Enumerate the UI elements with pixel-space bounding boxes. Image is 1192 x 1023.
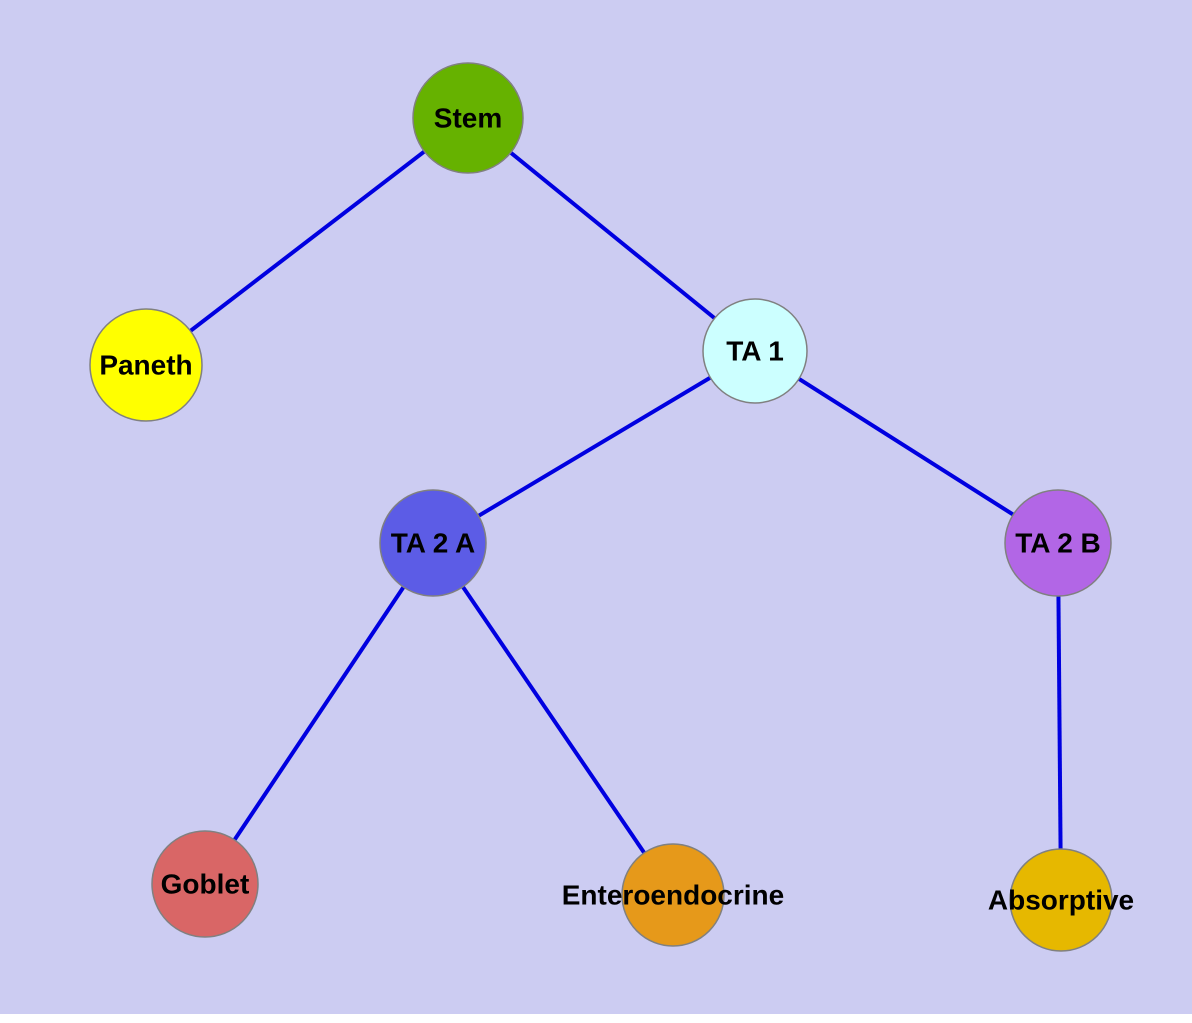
- edges-layer: [144, 116, 1063, 901]
- node-circle-absorptive: [1009, 848, 1113, 952]
- node-circle-enteroendocrine: [621, 843, 725, 947]
- node-circle-stem: [412, 62, 524, 174]
- edge-ta-1-to-ta-2-a: [431, 349, 757, 545]
- node-paneth: Paneth: [89, 308, 203, 422]
- node-ta-2-b: TA 2 B: [1004, 489, 1112, 597]
- node-enteroendocrine: Enteroendocrine: [562, 843, 784, 947]
- edge-stem-to-ta-1: [466, 116, 757, 353]
- node-ta-1: TA 1: [702, 298, 808, 404]
- edge-ta-1-to-ta-2-b: [753, 349, 1060, 545]
- node-circle-ta-2-a: [379, 489, 487, 597]
- edge-ta-2-b-to-absorptive: [1056, 542, 1063, 901]
- node-ta-2-a: TA 2 A: [379, 489, 487, 597]
- node-absorptive: Absorptive: [988, 848, 1134, 952]
- node-circle-paneth: [89, 308, 203, 422]
- node-circle-ta-2-b: [1004, 489, 1112, 597]
- node-circle-goblet: [151, 830, 259, 938]
- node-goblet: Goblet: [151, 830, 259, 938]
- node-stem: Stem: [412, 62, 524, 174]
- edge-stem-to-paneth: [144, 116, 470, 367]
- edge-ta-2-a-to-goblet: [203, 541, 435, 886]
- node-circle-ta-1: [702, 298, 808, 404]
- edge-ta-2-a-to-enteroendocrine: [431, 541, 675, 897]
